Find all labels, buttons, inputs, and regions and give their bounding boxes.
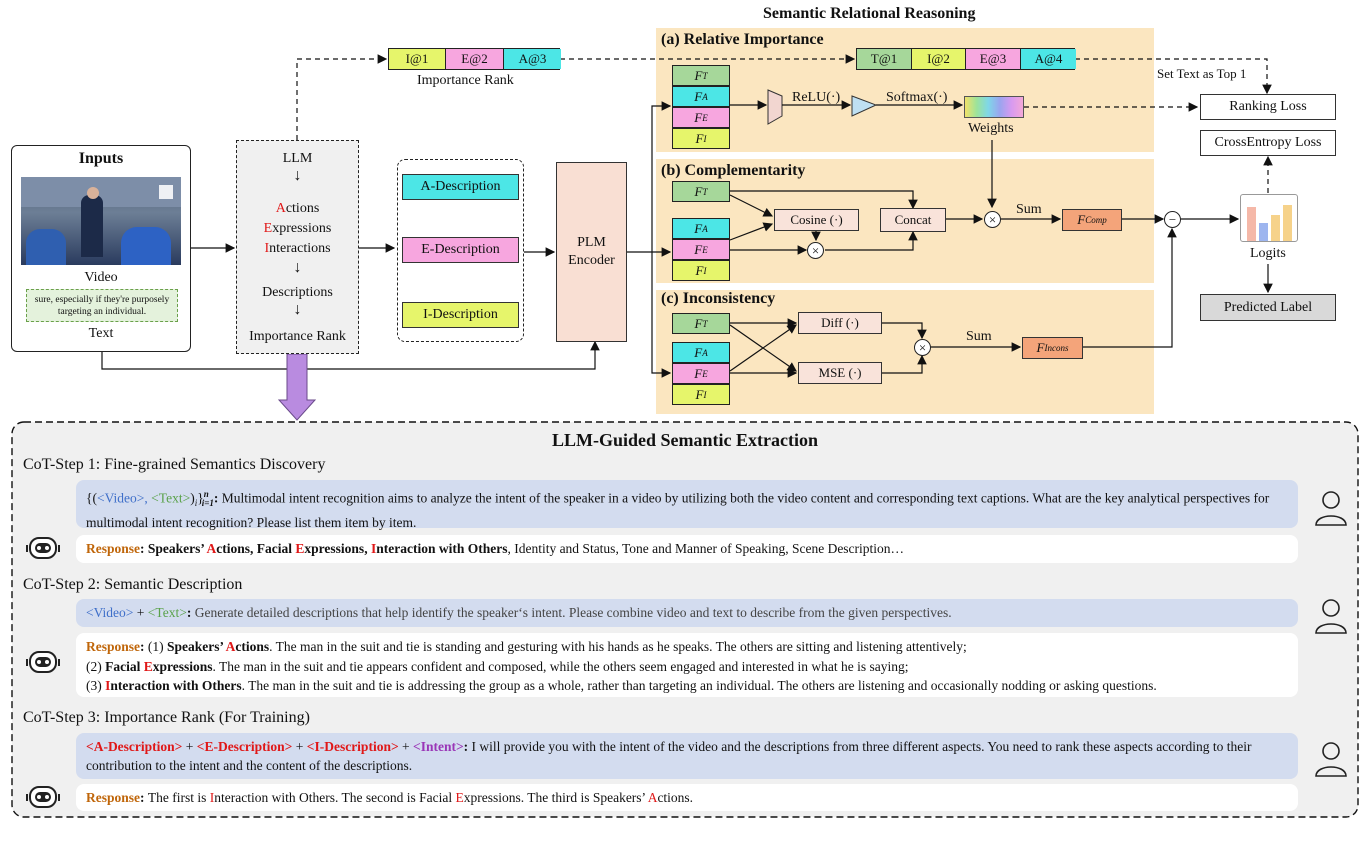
video-thumbnail [21,177,181,265]
robot-icon [26,786,60,808]
step1-response: Response: Speakers’ Actions, Facial Expr… [76,535,1298,563]
softmax-label: Softmax(·) [886,90,948,105]
cot-step-1-title: CoT-Step 1: Fine-grained Semantics Disco… [23,456,326,473]
user-icon [1315,742,1347,777]
aspect-list: Actions Expressions Interactions [263,201,332,256]
video-label: Video [84,270,118,285]
text-label: Text [88,326,114,341]
rank-cell-i: I@1 [389,49,446,69]
logits-chart-icon [1240,194,1298,242]
step1-prompt: {(<Video>, <Text>)i}ni=1: Multimodal int… [76,480,1298,530]
e-description: E-Description [402,237,519,263]
rank-cell-a: A@3 [504,49,561,69]
importance-rank-bar: I@1 E@2 A@3 [388,48,561,70]
sum-label: Sum [1016,202,1042,217]
down-arrow-icon: ↓ [293,167,302,184]
step2-prompt: <Video> + <Text>: Generate detailed desc… [76,599,1298,627]
weights-bar [964,96,1024,118]
plm-encoder: PLM Encoder [556,162,627,342]
step3-response: Response: The first is Interaction with … [76,784,1298,811]
sum-label: Sum [966,329,992,344]
down-arrow-icon: ↓ [293,301,302,318]
step2-response: Response: (1) Speakers’ Actions. The man… [76,633,1298,697]
rank-cell-e: E@3 [966,49,1021,69]
importance-rank-label: Importance Rank [249,329,346,344]
i-description: I-Description [402,302,519,328]
inconsistency-title: (c) Inconsistency [661,290,776,307]
step3-prompt: <A-Description> + <E-Description> + <I-D… [76,733,1298,779]
weights-label: Weights [968,121,1014,136]
descriptions-label: Descriptions [262,285,333,300]
inputs-title: Inputs [78,150,124,167]
relu-label: ReLU(·) [792,90,841,105]
a-description: A-Description [402,174,519,200]
llm-box: LLM ↓ Actions Expressions Interactions ↓… [236,140,359,354]
text-snippet: sure, especially if they're purposely ta… [26,289,178,322]
robot-icon [26,537,60,559]
multiply-icon: × [984,211,1001,228]
user-icon [1315,599,1347,634]
relative-rank-bar: T@1 I@2 E@3 A@4 [856,48,1076,70]
multiply-icon: × [807,242,824,259]
cot-step-3-title: CoT-Step 3: Importance Rank (For Trainin… [23,709,310,726]
descriptions-box: A-Description E-Description I-Descriptio… [397,159,524,342]
ranking-loss: Ranking Loss [1200,94,1336,120]
set-text-label: Set Text as Top 1 [1157,66,1247,81]
user-icon [1315,491,1347,526]
combine-icon: − [1164,211,1181,228]
crossentropy-loss: CrossEntropy Loss [1200,130,1336,156]
rank-cell-i: I@2 [912,49,966,69]
cot-step-2-title: CoT-Step 2: Semantic Description [23,576,243,593]
complementarity-title: (b) Complementarity [661,162,806,179]
llm-label: LLM [282,151,313,166]
logits-label: Logits [1250,246,1286,261]
diff-op: Diff (·) [798,312,882,334]
concat-op: Concat [880,208,946,232]
multiply-icon: × [914,339,931,356]
rank-cell-e: E@2 [446,49,504,69]
mse-op: MSE (·) [798,362,882,384]
rank-cell-t: T@1 [857,49,912,69]
rank-cell-a: A@4 [1021,49,1076,69]
relative-importance-title: (a) Relative Importance [661,31,824,48]
inputs-box: Inputs Video sure, especially if they're… [11,145,191,352]
predicted-label: Predicted Label [1200,294,1336,321]
down-arrow-icon: ↓ [293,259,302,276]
cosine-op: Cosine (·) [774,209,859,231]
importance-rank-caption: Importance Rank [417,73,514,88]
extraction-title: LLM-Guided Semantic Extraction [552,430,818,450]
section-title: Semantic Relational Reasoning [763,5,976,22]
robot-icon [26,651,60,673]
